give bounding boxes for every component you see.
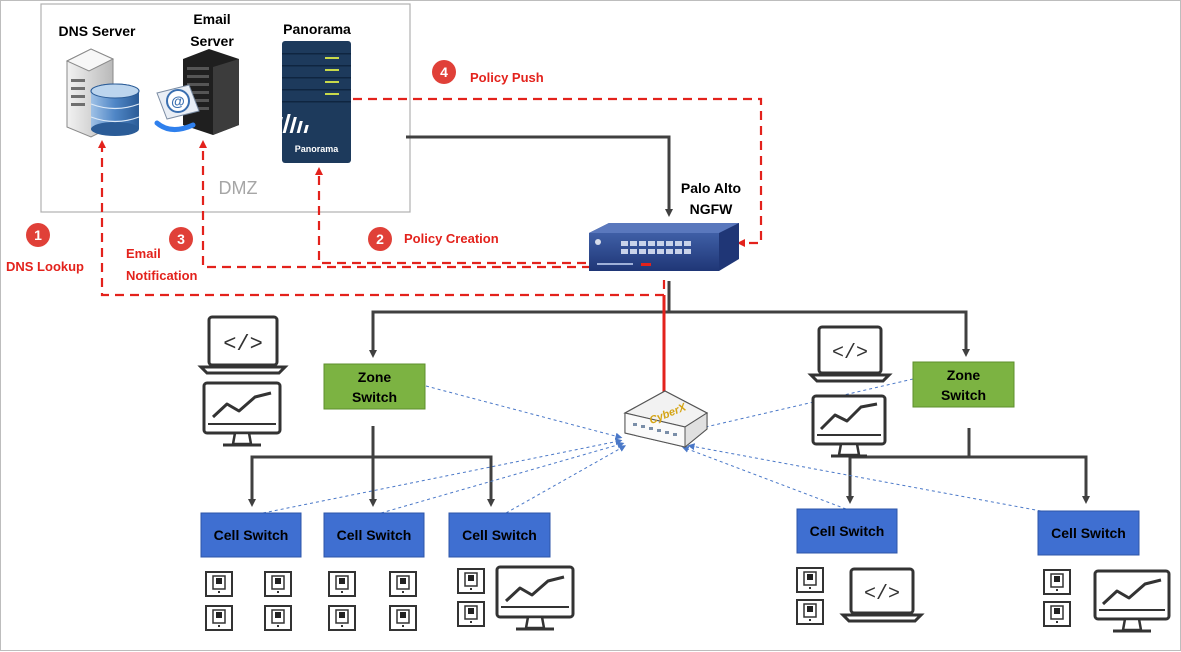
sensor-link-cell-3 xyxy=(505,445,627,514)
cell-switch-3-label: Cell Switch xyxy=(462,527,537,543)
panorama-device-text: Panorama xyxy=(295,144,340,154)
step-3-badge: 3 xyxy=(169,227,193,251)
trend-monitor-icon xyxy=(1093,569,1171,633)
laptop-code-glyph: </> xyxy=(864,583,900,606)
code-laptop-icon: </> xyxy=(839,567,925,623)
zone-switch-left-line1: Zone xyxy=(358,369,392,385)
email-notification-flow xyxy=(199,140,651,269)
firewall-to-zone-bus xyxy=(371,310,968,354)
plc-icon xyxy=(1043,569,1071,595)
sensor-link-cell-2 xyxy=(380,441,625,514)
step-4-label: Policy Push xyxy=(470,70,544,85)
cell-switch-3: Cell Switch xyxy=(448,512,551,558)
step-4-number: 4 xyxy=(440,64,448,80)
plc-icon xyxy=(264,571,292,597)
plc-icon xyxy=(796,599,824,625)
plc-icon xyxy=(389,571,417,597)
cell-switch-1-label: Cell Switch xyxy=(214,527,289,543)
right-cell-bus xyxy=(848,455,1088,498)
firewall-label-line1: Palo Alto xyxy=(681,180,741,196)
firewall-label-line2: NGFW xyxy=(690,201,734,217)
email-server-label-line1: Email xyxy=(193,11,230,27)
plc-devices xyxy=(205,567,1071,631)
plc-icon xyxy=(205,571,233,597)
sensor-link-cell-4 xyxy=(681,445,847,510)
dns-server-icon xyxy=(65,48,140,138)
network-links xyxy=(248,135,1090,507)
panorama-appliance-icon: Panorama xyxy=(261,41,351,163)
cell-switch-4-label: Cell Switch xyxy=(810,523,885,539)
plc-icon xyxy=(389,605,417,631)
plc-icon xyxy=(1043,601,1071,627)
plc-icon xyxy=(205,605,233,631)
email-server-icon: @ xyxy=(154,49,239,135)
zone-switch-right-line2: Switch xyxy=(941,387,986,403)
zone-switch-right-line1: Zone xyxy=(947,367,981,383)
plc-icon xyxy=(264,605,292,631)
panorama-label: Panorama xyxy=(283,21,351,37)
code-laptop-icon: </> xyxy=(807,325,893,383)
cell-switch-2: Cell Switch xyxy=(323,512,425,558)
step-3-label-line2: Notification xyxy=(126,268,198,283)
step-1-label: DNS Lookup xyxy=(6,259,84,274)
dns-server-label: DNS Server xyxy=(58,23,136,39)
step-3-label-line1: Email xyxy=(126,246,161,261)
plc-icon xyxy=(328,605,356,631)
step-2-label: Policy Creation xyxy=(404,231,499,246)
step-1-badge: 1 xyxy=(26,223,50,247)
trend-monitor-icon xyxy=(811,394,887,458)
plc-icon xyxy=(457,568,485,594)
cell-switch-4: Cell Switch xyxy=(796,508,898,554)
laptop-code-glyph: </> xyxy=(223,332,263,357)
dns-lookup-flow xyxy=(98,140,666,297)
zone-switch-right: Zone Switch xyxy=(912,361,1015,408)
laptop-code-glyph: </> xyxy=(832,342,868,365)
step-1-number: 1 xyxy=(34,227,42,243)
step-3-number: 3 xyxy=(177,231,185,247)
cell-switch-1: Cell Switch xyxy=(200,512,302,558)
policy-push-flow xyxy=(353,97,763,247)
alert-flows xyxy=(98,97,763,297)
cell-switch-2-label: Cell Switch xyxy=(337,527,412,543)
policy-creation-flow xyxy=(315,167,661,265)
sensor-link-cell-5 xyxy=(687,443,1042,512)
step-2-number: 2 xyxy=(376,231,384,247)
plc-icon xyxy=(328,571,356,597)
plc-icon xyxy=(796,567,824,593)
email-server-label-line2: Server xyxy=(190,33,234,49)
sensor-link-right-zone xyxy=(696,378,914,430)
cell-switch-5: Cell Switch xyxy=(1037,510,1140,556)
code-laptop-icon: </> xyxy=(197,315,289,375)
dmz-label: DMZ xyxy=(219,178,258,198)
trend-monitor-icon xyxy=(202,381,282,447)
cyberx-sensor: CyberX xyxy=(623,390,709,449)
sensor-link-cell-1 xyxy=(262,438,623,514)
step-badges: 1 DNS Lookup 2 Policy Creation 3 Email N… xyxy=(6,60,544,283)
zone-switch-left-line2: Switch xyxy=(352,389,397,405)
trend-monitor-icon xyxy=(495,565,575,631)
sensor-link-left-zone xyxy=(425,385,623,440)
plc-icon xyxy=(457,601,485,627)
step-4-badge: 4 xyxy=(432,60,456,84)
cell-switch-5-label: Cell Switch xyxy=(1051,525,1126,541)
dns-server: DNS Server xyxy=(58,23,140,138)
sensor-monitoring-links xyxy=(262,378,1042,514)
zone-switch-left: Zone Switch xyxy=(323,363,426,410)
panorama-server: Panorama Panorama xyxy=(261,21,351,163)
svg-text:@: @ xyxy=(171,93,185,109)
panorama-to-firewall-link xyxy=(406,135,673,217)
palo-alto-ngfw: Palo Alto NGFW xyxy=(589,180,741,271)
email-server: Email Server @ xyxy=(154,11,239,135)
firewall-appliance-icon xyxy=(589,223,739,271)
step-2-badge: 2 xyxy=(368,227,392,251)
